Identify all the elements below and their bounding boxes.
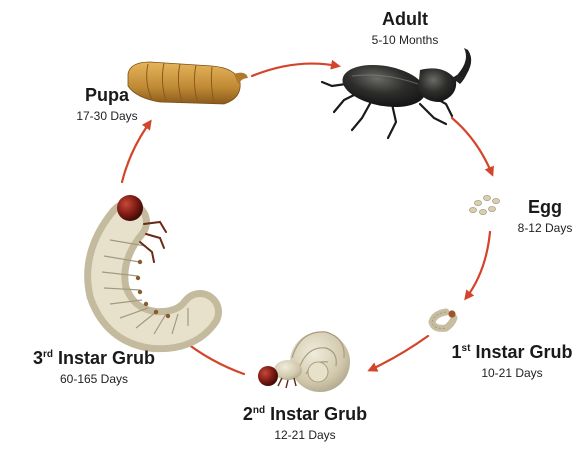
stage-label-adult: Adult 5-10 Months xyxy=(340,8,470,48)
arrow-egg-to-instar1 xyxy=(466,232,490,298)
egg-cluster-illustration xyxy=(469,195,499,214)
stage-label-first-instar: 1st Instar Grub 10-21 Days xyxy=(440,338,584,381)
arrow-instar3-to-pupa xyxy=(122,122,150,182)
stage-title: Egg xyxy=(505,196,584,218)
stage-duration: 10-21 Days xyxy=(440,365,584,381)
arrow-pupa-to-adult xyxy=(252,64,338,76)
stage-duration: 12-21 Days xyxy=(210,427,400,443)
stage-label-egg: Egg 8-12 Days xyxy=(505,196,584,236)
ordinal-suffix: st xyxy=(462,343,471,354)
stage-label-pupa: Pupa 17-30 Days xyxy=(52,84,162,124)
stage-title: Pupa xyxy=(52,84,162,106)
stage-duration: 5-10 Months xyxy=(340,32,470,48)
arrow-instar1-to-instar2 xyxy=(370,336,428,370)
stage-number: 1 xyxy=(452,342,462,362)
stage-number: 2 xyxy=(243,404,253,424)
stage-duration: 60-165 Days xyxy=(6,371,182,387)
stage-number: 3 xyxy=(33,348,43,368)
arrow-adult-to-egg xyxy=(452,118,492,174)
beetle-illustration xyxy=(322,48,471,138)
stage-title: 2nd Instar Grub xyxy=(210,400,400,425)
stage-duration: 8-12 Days xyxy=(505,220,584,236)
ordinal-suffix: rd xyxy=(43,349,53,360)
second-instar-grub-illustration xyxy=(258,332,350,392)
stage-title: Adult xyxy=(340,8,470,30)
stage-name: Instar Grub xyxy=(270,404,367,424)
stage-name: Instar Grub xyxy=(475,342,572,362)
third-instar-grub-illustration xyxy=(102,195,200,334)
stage-label-second-instar: 2nd Instar Grub 12-21 Days xyxy=(210,400,400,443)
stage-name: Instar Grub xyxy=(58,348,155,368)
stage-title: 3rd Instar Grub xyxy=(6,344,182,369)
stage-label-third-instar: 3rd Instar Grub 60-165 Days xyxy=(6,344,182,387)
first-instar-grub-illustration xyxy=(432,310,456,328)
stage-duration: 17-30 Days xyxy=(52,108,162,124)
ordinal-suffix: nd xyxy=(253,405,265,416)
stage-title: 1st Instar Grub xyxy=(440,338,584,363)
